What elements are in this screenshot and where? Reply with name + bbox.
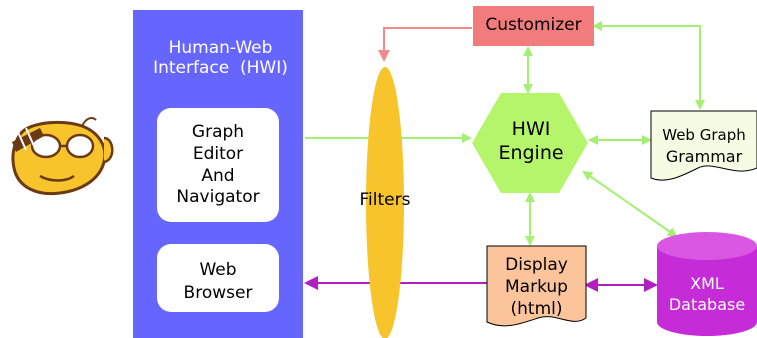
web-browser-box: [157, 244, 279, 312]
user-face-icon: [11, 117, 114, 196]
hwi-engine-label: HWI Engine: [476, 118, 586, 166]
graph-editor-line2: Editor: [192, 143, 244, 164]
filters-label: Filters: [359, 190, 411, 210]
hwi-engine-hexagon: [472, 93, 588, 193]
database-line1: XML: [690, 274, 724, 293]
graph-editor-line4: Navigator: [176, 187, 260, 208]
graph-editor-line1: Graph: [191, 122, 245, 142]
hwi-panel-title: Human-Web Interface (HWI): [133, 38, 308, 79]
markup-label: Display Markup (html): [487, 254, 586, 320]
grammar-label: Web Graph Grammar: [651, 126, 757, 167]
hwi-engine-line2: Engine: [498, 141, 564, 164]
customizer-label: Customizer: [485, 15, 582, 35]
filters-ellipse: [366, 67, 404, 338]
customizer-grammar-arrow: [592, 21, 705, 110]
customizer-to-filters-arrow: [378, 27, 472, 62]
xml-database-cylinder: [657, 232, 757, 336]
graph-editor-box: [157, 108, 279, 222]
web-browser-label: Web Browser: [157, 259, 279, 305]
graph-editor-line3: And: [201, 165, 235, 186]
markup-document: [486, 245, 587, 327]
customizer-box: [473, 6, 594, 46]
database-line2: Database: [668, 295, 746, 315]
hwi-engine-line1: HWI: [511, 118, 551, 140]
graph-editor-label: Graph Editor And Navigator: [157, 122, 279, 209]
hwi-panel-title-line1: Human-Web: [168, 38, 273, 58]
web-browser-line1: Web: [199, 260, 237, 280]
grammar-line2: Grammar: [665, 146, 743, 166]
grammar-line1: Web Graph: [662, 126, 746, 144]
web-browser-line2: Browser: [183, 282, 253, 303]
markup-line3: (html): [510, 299, 563, 320]
markup-line1: Display: [505, 255, 568, 275]
markup-line2: Markup: [505, 277, 568, 298]
hwi-panel-title-line2: Interface (HWI): [153, 58, 288, 79]
grammar-document: [650, 110, 757, 181]
engine-database-arrow: [582, 170, 678, 238]
database-label: XML Database: [657, 273, 757, 315]
